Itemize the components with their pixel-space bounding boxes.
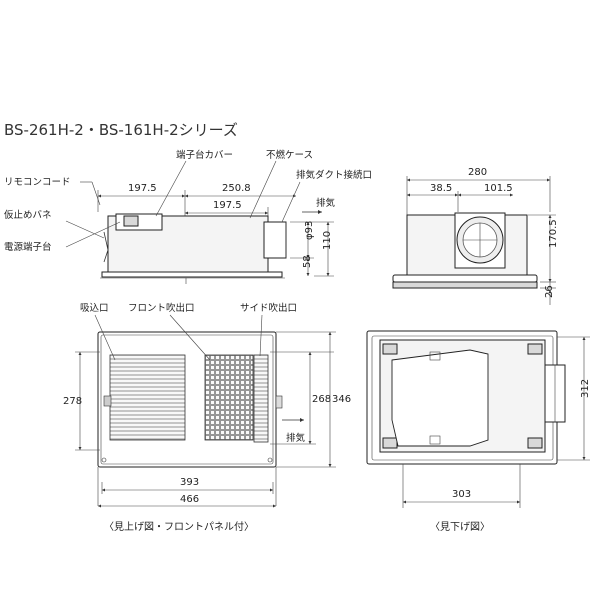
- dim-393: 393: [180, 477, 199, 488]
- label-temp-spring: 仮止めバネ: [4, 209, 52, 221]
- label-power-terminal: 電源端子台: [4, 241, 52, 253]
- page-title: BS-261H-2・BS-161H-2シリーズ: [4, 121, 238, 139]
- dim-197-5-low: 197.5: [213, 200, 242, 211]
- duct-port: [263, 221, 287, 259]
- motor-plate: [391, 349, 489, 447]
- dim-phi93: φ93: [304, 221, 315, 240]
- side-view: 197.5 250.8 197.5 排気 φ93 110 58: [4, 149, 372, 284]
- side-outlet-grille: [253, 354, 269, 443]
- dim-466: 466: [180, 494, 199, 505]
- label-exhaust-duct-port: 排気ダクト接続口: [296, 169, 372, 181]
- dim-268: 268: [312, 394, 331, 405]
- ceiling-flange: [101, 271, 283, 278]
- dim-58: 58: [302, 255, 313, 268]
- intake-grille: [109, 354, 186, 441]
- dim-346: 346: [332, 394, 351, 405]
- label-intake: 吸込口: [80, 303, 109, 314]
- label-terminal-cover: 端子台カバー: [176, 149, 233, 161]
- bottom-view-caption: 〈見上げ図・フロントパネル付〉: [104, 520, 254, 533]
- dim-312: 312: [580, 379, 591, 398]
- dim-170-5: 170.5: [548, 219, 559, 248]
- dim-280: 280: [468, 167, 487, 178]
- dim-110: 110: [322, 231, 333, 250]
- end-flange: [392, 274, 538, 283]
- bottom-exhaust-label: 排気: [286, 432, 306, 444]
- top-view-caption: 〈見下げ図〉: [430, 521, 490, 533]
- label-front-outlet: フロント吹出口: [128, 302, 195, 314]
- end-view: 280 38.5 101.5 170.5 26: [392, 167, 559, 305]
- bottom-view: 排気 吸込口 フロント吹出口 サイド吹出口 278 268 346 393 46…: [63, 302, 351, 533]
- dim-278: 278: [63, 396, 82, 407]
- label-side-outlet: サイド吹出口: [240, 302, 297, 314]
- dim-101-5: 101.5: [484, 183, 513, 194]
- dim-26: 26: [544, 285, 555, 298]
- dim-197-5-top: 197.5: [128, 183, 157, 194]
- top-view: 312 303 〈見下げ図〉: [366, 330, 591, 533]
- dim-38-5: 38.5: [430, 183, 452, 194]
- terminal-box: [115, 213, 163, 231]
- side-exhaust-label: 排気: [316, 197, 336, 209]
- dim-250-8: 250.8: [222, 183, 251, 194]
- label-remote-cord: リモコンコード: [4, 177, 71, 188]
- front-outlet-grille: [204, 354, 254, 441]
- label-nonflammable-case: 不燃ケース: [266, 149, 313, 161]
- dim-303: 303: [452, 489, 471, 500]
